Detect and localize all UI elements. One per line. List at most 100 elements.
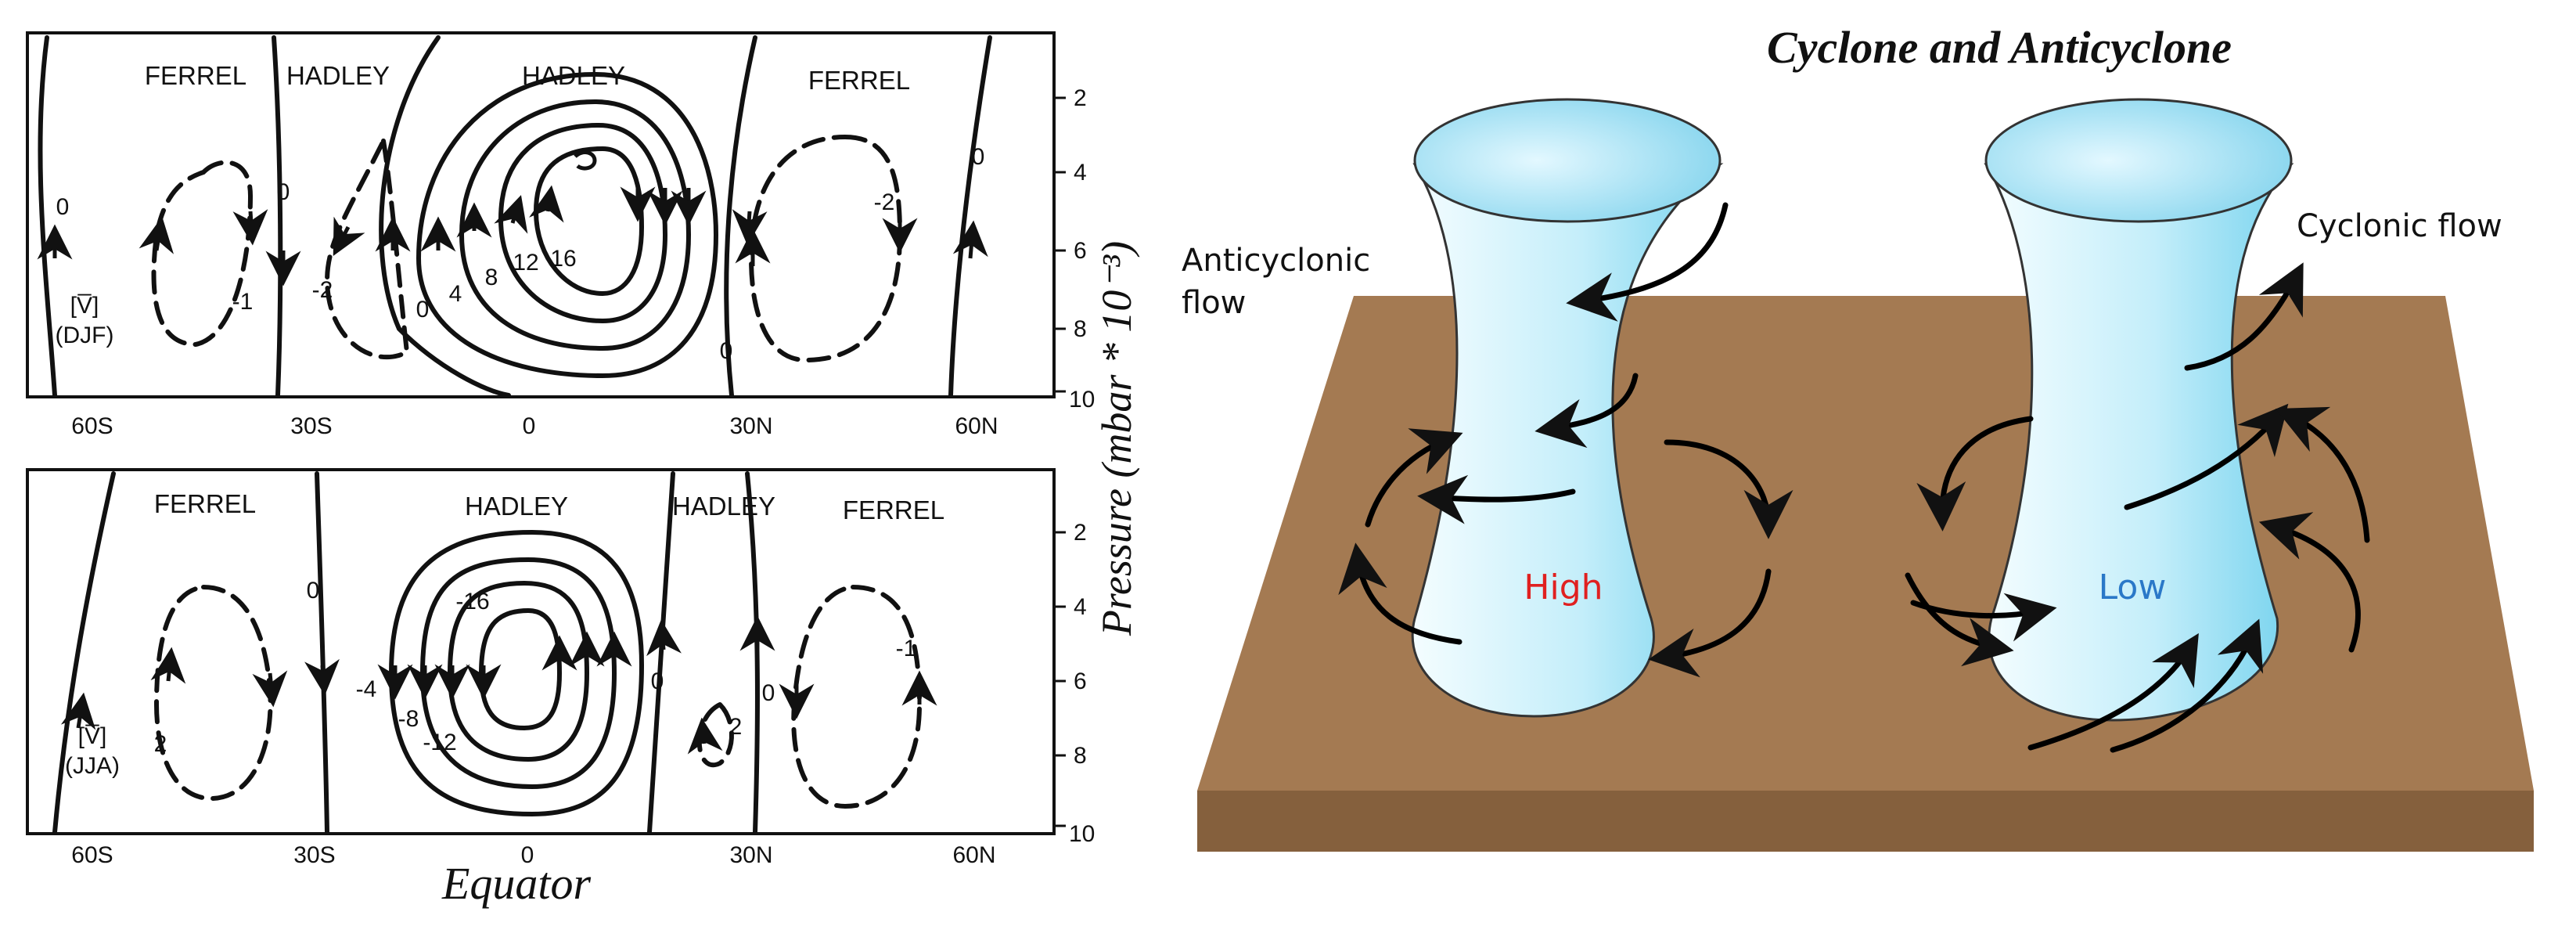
djf-ferrel-cell-north xyxy=(748,134,903,363)
djf-season-variable: [V̅] xyxy=(70,293,99,319)
djf-ferrel-cell-south xyxy=(151,160,254,348)
cyclone-anticyclone-figure: Cyclone and Anticyclone xyxy=(1182,22,2534,852)
jja-hadley-contour-12 xyxy=(448,581,589,762)
jja-hadley-contour-8 xyxy=(420,557,617,789)
djf-y-tick: 4 xyxy=(1074,160,1087,186)
cyclonic-flow-arrow xyxy=(2184,262,2304,371)
pressure-axis-label: Pressure (mbar * 10⁻³) xyxy=(1093,241,1140,636)
djf-hadley-contour-16 xyxy=(534,146,644,296)
anticyclonic-flow-arrow xyxy=(1534,373,1639,449)
cyclonic-flow-arrow xyxy=(2027,632,2199,751)
anticyclonic-flow-label: flow xyxy=(1182,285,1246,321)
low-column-body xyxy=(1984,163,2294,722)
djf-hadley-contour-4 xyxy=(416,72,718,378)
djf-x-tick: 60S xyxy=(71,413,113,439)
djf-panel-frame xyxy=(26,31,1056,398)
djf-contour-label: 12 xyxy=(513,250,538,276)
low-pressure-label: Low xyxy=(2099,568,2167,607)
jja-hadley-cell-small xyxy=(696,701,734,768)
low-pressure-column xyxy=(1984,98,2294,722)
cyclonic-flow-arrow xyxy=(2124,403,2289,510)
jja-contour-label: 2 xyxy=(729,714,743,740)
jja-contour-label: -16 xyxy=(455,589,489,614)
jja-panel: FERREL HADLEY HADLEY FERREL [V̅] (JJA) 2… xyxy=(26,468,1095,868)
jja-streamline-zero-10n xyxy=(647,471,675,834)
anticyclonic-flow-label: Anticyclonic xyxy=(1182,243,1370,279)
jja-x-tick: 30S xyxy=(293,842,335,868)
djf-contour-label: -2 xyxy=(874,189,895,215)
anticyclonic-flow-arrow xyxy=(1648,568,1772,678)
jja-arrow-12 xyxy=(646,619,682,657)
jja-x-tick: 60S xyxy=(71,842,113,868)
jja-y-tick: 8 xyxy=(1074,743,1087,769)
jja-season-label: (JJA) xyxy=(65,753,120,779)
djf-contour-label: 16 xyxy=(550,246,576,272)
djf-contour-label: 0 xyxy=(56,194,70,220)
ground-slab-top xyxy=(1197,296,2534,791)
djf-contour-label: 4 xyxy=(449,281,462,307)
jja-arrow-3 xyxy=(252,670,288,708)
djf-panel: FERREL HADLEY HADLEY FERREL [V̅] (DJF) 0… xyxy=(26,31,1095,439)
anticyclonic-flow-arrow xyxy=(1365,428,1463,528)
jja-contour-label: 0 xyxy=(651,669,664,694)
djf-x-tick: 30S xyxy=(290,413,332,439)
jja-streamline-zero-60s xyxy=(52,471,116,834)
jja-contour-label: -1 xyxy=(896,636,917,661)
jja-contour-label: 0 xyxy=(307,578,320,604)
djf-arrow-10 xyxy=(529,185,564,223)
anticyclonic-flow-arrow xyxy=(1417,474,1576,524)
djf-streamline-zero-25n xyxy=(724,35,757,398)
djf-season-label: (DJF) xyxy=(56,323,114,348)
jja-arrow-14 xyxy=(687,717,723,755)
cyclonic-flow-arrow xyxy=(2258,512,2361,653)
djf-hadley-core xyxy=(574,150,597,171)
jja-streamline-zero-30n xyxy=(745,471,760,834)
djf-y-tick: 8 xyxy=(1074,316,1087,342)
jja-contour-label: -4 xyxy=(356,676,377,702)
jja-contour-label: 2 xyxy=(154,731,167,757)
djf-cell-label-ferrel-north: FERREL xyxy=(808,66,910,95)
jja-panel-frame xyxy=(26,468,1056,835)
jja-streamline-zero-30s xyxy=(315,471,329,834)
anticyclonic-flow-arrow xyxy=(1338,542,1462,645)
jja-y-tick: 6 xyxy=(1074,669,1087,694)
meridional-circulation-figure: FERREL HADLEY HADLEY FERREL [V̅] (DJF) 0… xyxy=(26,31,1140,909)
high-column-top xyxy=(1413,98,1722,223)
jja-cell-label-ferrel-north: FERREL xyxy=(843,496,944,524)
djf-contour-label: 0 xyxy=(277,179,290,205)
djf-arrow-17 xyxy=(952,220,988,259)
djf-y-tick: 6 xyxy=(1074,238,1087,264)
djf-hadley-contour-8 xyxy=(459,99,691,351)
jja-x-tick: 0 xyxy=(521,842,534,868)
jja-contour-label: -12 xyxy=(423,730,456,755)
low-column-top xyxy=(1984,98,2293,223)
djf-streamline-zero-60s xyxy=(38,35,57,398)
djf-x-tick: 30N xyxy=(729,413,772,439)
jja-y-tick: 10 xyxy=(1069,821,1095,847)
jja-season-variable: [V̅] xyxy=(78,723,107,749)
djf-arrow-5 xyxy=(333,216,365,256)
djf-streamline-zero-40s xyxy=(272,35,283,398)
jja-hadley-contour-4 xyxy=(389,530,644,816)
jja-ferrel-cell-north xyxy=(791,584,923,809)
djf-arrow-14 xyxy=(732,209,768,246)
cyclonic-flow-arrow xyxy=(1916,416,2034,532)
anticyclonic-flow-arrow xyxy=(1664,439,1793,539)
cyclonic-flow-arrow xyxy=(2110,618,2264,753)
djf-contour-label: 8 xyxy=(485,265,498,290)
jja-cell-label-hadley-north: HADLEY xyxy=(672,492,775,521)
jja-ferrel-cell-south xyxy=(153,584,273,802)
djf-contour-label: 0 xyxy=(972,144,985,170)
jja-arrow-1 xyxy=(60,692,96,730)
anticyclonic-flow-arrow xyxy=(1566,202,1729,322)
jja-x-tick: 30N xyxy=(729,842,772,868)
djf-arrow-9 xyxy=(494,195,528,234)
jja-cell-label-hadley-south: HADLEY xyxy=(465,492,568,521)
djf-x-tick: 60N xyxy=(955,413,998,439)
djf-streamline-zero-65n xyxy=(948,35,992,398)
jja-contour-label: -8 xyxy=(398,706,419,732)
jja-contour-label: 0 xyxy=(762,680,775,706)
jja-cell-label-ferrel-south: FERREL xyxy=(154,489,256,518)
jja-y-tick: 4 xyxy=(1074,594,1087,620)
djf-arrow-4 xyxy=(232,209,268,246)
